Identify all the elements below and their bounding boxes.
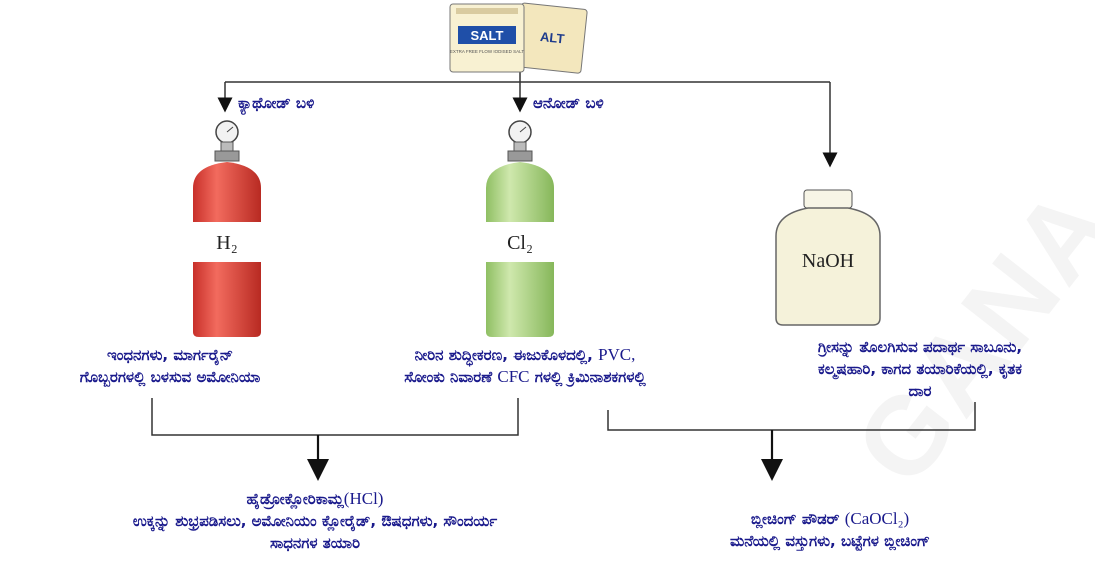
salt-front-sub: EXTRA FREE FLOW IODISED SALT	[450, 49, 524, 54]
h2-uses-line1: ಇಂಧನಗಳು, ಮಾರ್ಗರೈನ್	[106, 346, 234, 364]
cathode-label: ಕ್ಯಾಥೋಡ್ ಬಳಿ	[238, 94, 315, 112]
cl2-uses-cfc: CFC	[497, 367, 530, 386]
naoh-uses-line1: ಗ್ರೀಸನ್ನು ತೊಲಗಿಸುವ ಪದಾರ್ಥ ಸಾಬೂನು,	[817, 338, 1023, 356]
h2-uses-line2: ಗೊಬ್ಬರಗಳಲ್ಲಿ ಬಳಸುವ ಅಮೋನಿಯಾ	[79, 368, 261, 386]
naoh-bottle-icon	[775, 189, 881, 326]
bleach-formula: (CaOCl₂)	[844, 509, 910, 528]
naoh-uses-line2: ಕಲ್ಮಷಹಾರಿ, ಕಾಗದ ತಯಾರಿಕೆಯಲ್ಲಿ, ಕೃತಕ	[818, 360, 1022, 378]
bleach-bracket	[607, 402, 976, 431]
h2-uses: ಇಂಧನಗಳು, ಮಾರ್ಗರೈನ್ ಗೊಬ್ಬರಗಳಲ್ಲಿ ಬಳಸುವ ಅಮ…	[0, 344, 340, 388]
hcl-name: ಹೈಡ್ರೋಕ್ಲೋರಿಕಾಮ್ಲ	[246, 490, 344, 508]
hcl-uses-line1: ಉಕ್ಕನ್ನು ಶುಭ್ರಪಡಿಸಲು, ಅಮೋನಿಯಂ ಕ್ಲೋರೈಡ್, …	[132, 512, 498, 530]
cl2-uses-line2a: ಸೋಂಕು ನಿವಾರಣೆ	[404, 368, 493, 386]
cl2-uses-line2b: ಗಳಲ್ಲಿ ಕ್ರಿಮಿನಾಶಕಗಳಲ್ಲಿ	[534, 368, 646, 386]
hcl-uses-line2: ಸಾಧನಗಳ ತಯಾರಿ	[269, 534, 360, 552]
cl2-uses-pvc: PVC,	[598, 345, 636, 364]
naoh-label: NaOH	[801, 250, 855, 272]
bleach-uses: ಮನೆಯಲ್ಲಿ ವಸ್ತುಗಳು, ಬಟ್ಟೆಗಳ ಬ್ಲೀಚಿಂಗ್	[730, 532, 930, 550]
bleaching-block: ಬ್ಲೀಚಿಂಗ್ ಪೌಡರ್ (CaOCl₂) ಮನೆಯಲ್ಲಿ ವಸ್ತುಗ…	[640, 508, 1020, 552]
naoh-uses-line3: ದಾರ	[908, 382, 932, 400]
hcl-bracket	[151, 398, 519, 436]
naoh-uses: ಗ್ರೀಸನ್ನು ತೊಲಗಿಸುವ ಪದಾರ್ಥ ಸಾಬೂನು, ಕಲ್ಮಷಹ…	[745, 336, 1095, 402]
cl2-cylinder-icon	[486, 120, 554, 337]
salt-back-word: ALT	[539, 29, 565, 46]
bleach-name: ಬ್ಲೀಚಿಂಗ್ ಪೌಡರ್	[750, 510, 840, 528]
hcl-block: ಹೈಡ್ರೋಕ್ಲೋರಿಕಾಮ್ಲ(HCl) ಉಕ್ಕನ್ನು ಶುಭ್ರಪಡಿ…	[0, 488, 630, 554]
salt-front-word: SALT	[471, 28, 504, 43]
anode-label: ಆನೋಡ್ ಬಳಿ	[533, 94, 604, 112]
cl2-label: Cl₂	[507, 232, 533, 254]
cl2-uses: ನೀರಿನ ಶುದ್ಧೀಕರಣ, ಈಜುಕೊಳದಲ್ಲಿ, PVC, ಸೋಂಕು…	[320, 344, 730, 388]
hcl-formula: (HCl)	[343, 489, 384, 508]
h2-label: H₂	[216, 232, 238, 254]
salt-packets-icon: ALT SALT EXTRA FREE FLOW IODISED SALT	[449, 2, 588, 74]
cl2-uses-line1: ನೀರಿನ ಶುದ್ಧೀಕರಣ, ಈಜುಕೊಳದಲ್ಲಿ,	[414, 346, 593, 364]
h2-cylinder-icon	[193, 120, 261, 337]
